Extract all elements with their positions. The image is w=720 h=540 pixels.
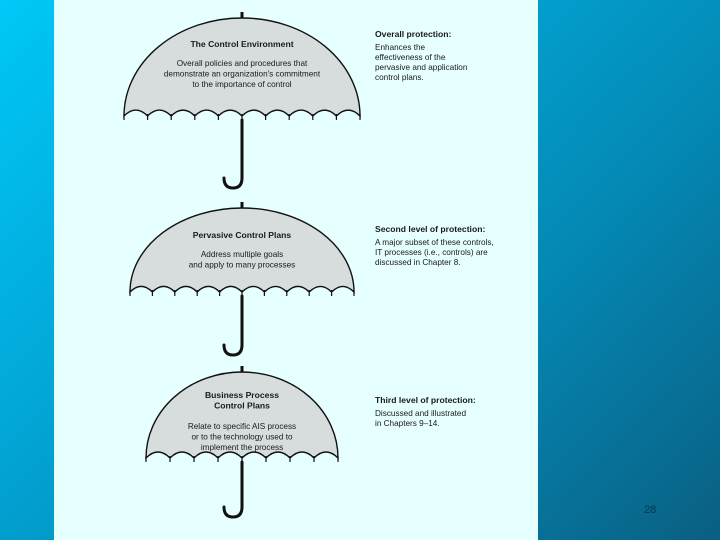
umbrella-title: Control Plans [214,401,270,411]
umbrella-description: Overall policies and procedures that [177,59,308,68]
protection-note-text: IT processes (i.e., controls) are [375,248,488,257]
protection-note-text: Discussed and illustrated [375,409,466,418]
umbrella-description: to the importance of control [192,80,291,89]
umbrella-handle [222,460,244,519]
umbrella-handle [222,294,244,357]
protection-note-title: Overall protection: [375,29,452,39]
umbrella-canopy [123,17,361,118]
umbrella-description: demonstrate an organization's commitment [164,70,321,79]
umbrella-handle [222,118,244,190]
umbrella-description: Relate to specific AIS process [188,422,296,431]
umbrella-title: Business Process [205,390,279,400]
protection-note-text: effectiveness of the [375,53,446,62]
umbrella-description: and apply to many processes [189,261,296,270]
umbrella-title: Pervasive Control Plans [193,230,292,240]
protection-note-text: in Chapters 9–14. [375,419,440,428]
protection-note-title: Third level of protection: [375,395,476,405]
protection-note-text: discussed in Chapter 8. [375,258,461,267]
protection-note-text: pervasive and application [375,63,468,72]
umbrella-description: or to the technology used to [191,433,292,442]
protection-note-title: Second level of protection: [375,224,485,234]
umbrella-title: The Control Environment [190,39,293,49]
protection-note-text: control plans. [375,73,424,82]
protection-note-text: Enhances the [375,43,426,52]
umbrella-description: implement the process [201,443,283,452]
page-number: 28 [644,504,657,516]
umbrella-description: Address multiple goals [201,250,283,259]
protection-note-text: A major subset of these controls, [375,238,494,247]
